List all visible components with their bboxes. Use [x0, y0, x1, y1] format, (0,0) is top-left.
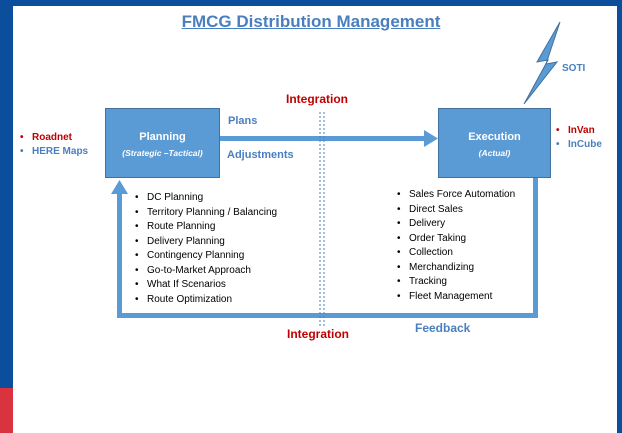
- plans-arrow-shaft: [220, 136, 426, 141]
- list-item: Delivery: [397, 217, 515, 232]
- planning-activities-list: DC Planning Territory Planning / Balanci…: [135, 191, 277, 307]
- frame-left: [0, 0, 13, 433]
- soti-label: SOTI: [562, 63, 586, 74]
- list-item: What If Scenarios: [135, 278, 277, 293]
- frame-right: [617, 0, 622, 433]
- list-item: Delivery Planning: [135, 235, 277, 250]
- list-item: Collection: [397, 246, 515, 261]
- execution-subtitle: (Actual): [478, 148, 511, 158]
- tool-invan: •InVan: [556, 125, 595, 136]
- list-item: Route Optimization: [135, 293, 277, 308]
- list-item: Go-to-Market Approach: [135, 264, 277, 279]
- feedback-line-bottom: [117, 313, 538, 318]
- list-item: Fleet Management: [397, 290, 515, 305]
- list-item: Territory Planning / Balancing: [135, 206, 277, 221]
- execution-box: Execution (Actual): [438, 108, 551, 178]
- execution-tools-list: •InVan •InCube: [556, 124, 602, 152]
- feedback-label: Feedback: [415, 321, 471, 335]
- tool-incube: •InCube: [556, 139, 602, 150]
- tool-here-maps: •HERE Maps: [20, 146, 89, 157]
- list-item: Order Taking: [397, 232, 515, 247]
- diagram-title: FMCG Distribution Management: [181, 12, 441, 31]
- frame-top: [0, 0, 622, 6]
- lightning-icon: [523, 21, 561, 105]
- plans-arrow-head: [424, 130, 438, 147]
- feedback-arrow-head: [111, 180, 128, 194]
- list-item: DC Planning: [135, 191, 277, 206]
- list-item: Contingency Planning: [135, 249, 277, 264]
- feedback-line-down: [533, 178, 538, 318]
- adjustments-label: Adjustments: [227, 149, 294, 161]
- tool-invan-label: InVan: [568, 125, 595, 136]
- integration-label-bottom: Integration: [287, 327, 349, 341]
- execution-activities-list: Sales Force Automation Direct Sales Deli…: [397, 188, 515, 304]
- list-item: Route Planning: [135, 220, 277, 235]
- frame-accent: [0, 388, 13, 433]
- list-item: Merchandizing: [397, 261, 515, 276]
- execution-title: Execution: [468, 131, 521, 143]
- tool-roadnet: •Roadnet: [20, 132, 72, 143]
- list-item: Direct Sales: [397, 203, 515, 218]
- integration-label-top: Integration: [286, 92, 348, 106]
- planning-title: Planning: [139, 131, 186, 143]
- tool-roadnet-label: Roadnet: [32, 132, 72, 143]
- planning-subtitle: (Strategic –Tactical): [122, 148, 203, 158]
- feedback-line-up: [117, 192, 122, 318]
- tool-incube-label: InCube: [568, 139, 602, 150]
- planning-tools-list: •Roadnet •HERE Maps: [20, 131, 88, 159]
- planning-box: Planning (Strategic –Tactical): [105, 108, 220, 178]
- tool-here-maps-label: HERE Maps: [32, 146, 89, 157]
- list-item: Sales Force Automation: [397, 188, 515, 203]
- plans-label: Plans: [228, 115, 258, 127]
- list-item: Tracking: [397, 275, 515, 290]
